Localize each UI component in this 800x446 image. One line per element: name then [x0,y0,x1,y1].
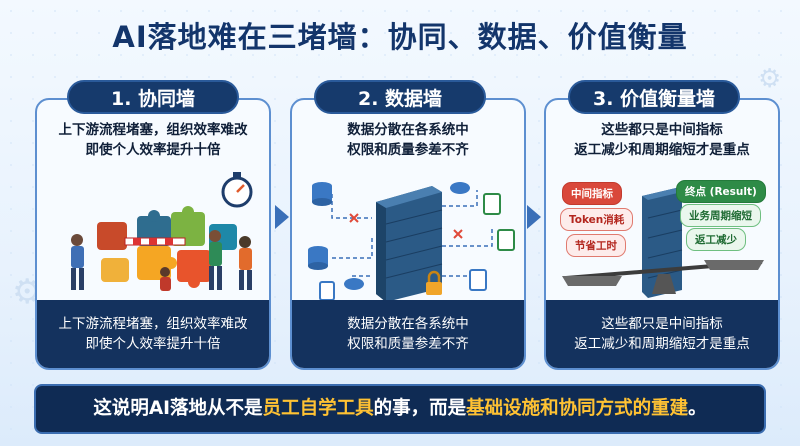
banner-text-1: 这说明AI落地从不是 [93,398,263,419]
panel-1-line-1: 上下游流程堵塞，组织效率难改 [58,122,248,138]
banner-text-3: 。 [688,398,707,419]
panel-3-line-1: 这些都只是中间指标 [601,122,723,138]
brick-wall-icon [376,186,443,302]
banner-text-2: 的事，而是 [373,398,467,419]
panel-1-line-2: 即使个人效率提升十倍 [85,142,221,158]
balance-scale-icon [562,260,764,294]
banner-highlight-2: 基础设施和协同方式的重建 [466,398,689,419]
arrow-right-icon [275,205,289,229]
panel-3-summary-line-1: 这些都只是中间指标 [601,316,723,332]
panel-collaboration-wall: 上下游流程堵塞，组织效率难改 即使个人效率提升十倍 [35,98,271,370]
token-consumption-tag: Token消耗 [560,208,634,231]
panel-value-measurement-wall: 这些都只是中间指标 返工减少和周期缩短才是重点 中间指标 Token消耗 节省工… [544,98,780,370]
cycle-shortening-tag: 业务周期缩短 [680,204,761,227]
panel-3-summary-line-2: 返工减少和周期缩短才是重点 [574,336,750,352]
rework-reduction-tag: 返工减少 [686,228,746,251]
panel-2-description: 数据分散在各系统中 权限和质量参差不齐 [292,120,524,160]
banner-highlight-1: 员工自学工具 [262,398,374,419]
panel-3-line-2: 返工减少和周期缩短才是重点 [574,142,750,158]
people-icon [71,230,252,291]
result-endpoint-tag: 终点 (Result) [676,180,766,203]
database-icon [308,182,332,270]
intermediate-metric-tag: 中间指标 [562,182,622,205]
document-icon [319,193,515,301]
panel-1-heading: 1. 协同墙 [67,80,239,114]
stopwatch-icon [221,172,253,208]
hours-saved-tag: 节省工时 [566,234,626,257]
page-title: AI落地难在三堵墙：协同、数据、价值衡量 [112,20,688,54]
panel-3-heading: 3. 价值衡量墙 [568,80,740,114]
collaboration-illustration [71,172,253,291]
panel-2-heading: 2. 数据墙 [314,80,486,114]
panel-2-line-2: 权限和质量参差不齐 [347,142,469,158]
panel-1-summary-line-1: 上下游流程堵塞，组织效率难改 [58,316,248,332]
panel-1-summary-line-2: 即使个人效率提升十倍 [85,336,221,352]
balance-scale-illustration [562,188,764,298]
conclusion-banner: 这说明AI落地从不是员工自学工具的事，而是基础设施和协同方式的重建。 [34,384,766,434]
data-silo-illustration [308,182,515,302]
arrow-right-icon [527,205,541,229]
panel-3-summary: 这些都只是中间指标 返工减少和周期缩短才是重点 [546,300,778,368]
panel-2-summary-line-2: 权限和质量参差不齐 [347,336,469,352]
blocked-x-icon [349,213,463,239]
gear-icon: ⚙ [758,64,782,94]
panel-2-summary: 数据分散在各系统中 权限和质量参差不齐 [292,300,524,368]
panel-3-description: 这些都只是中间指标 返工减少和周期缩短才是重点 [546,120,778,160]
panel-1-description: 上下游流程堵塞，组织效率难改 即使个人效率提升十倍 [37,120,269,160]
panel-data-wall: 数据分散在各系统中 权限和质量参差不齐 [290,98,526,370]
cloud-icon [344,182,470,290]
panel-1-summary: 上下游流程堵塞，组织效率难改 即使个人效率提升十倍 [37,300,269,368]
lock-icon [426,270,442,295]
panel-2-line-1: 数据分散在各系统中 [347,122,469,138]
barrier-icon [124,237,186,246]
panel-2-summary-line-1: 数据分散在各系统中 [347,316,469,332]
